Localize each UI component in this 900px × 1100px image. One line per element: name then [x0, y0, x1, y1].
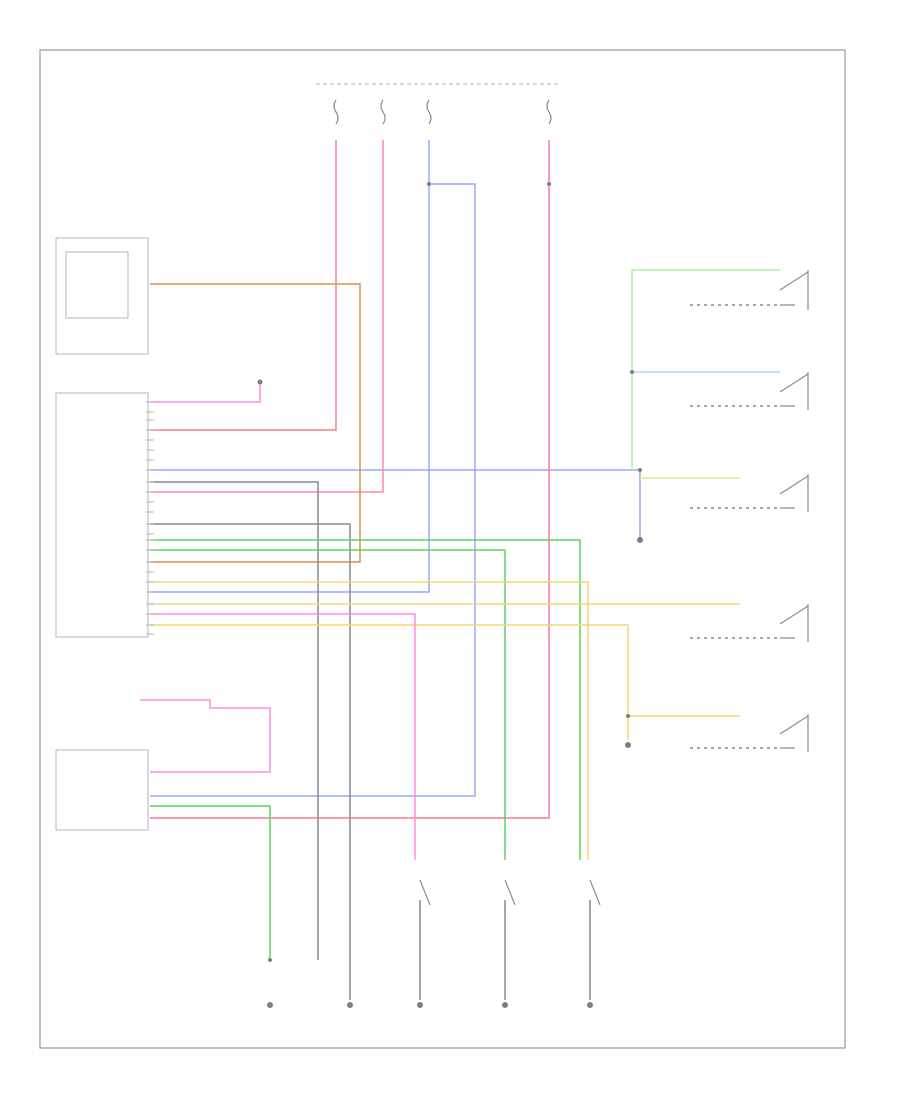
- pink-fuse-wire: [150, 140, 384, 493]
- red-power-wire: [150, 140, 550, 819]
- switch-group-bottom: [419, 879, 601, 912]
- switch-2: [779, 372, 809, 410]
- ground-6: [637, 537, 643, 543]
- switch-1: [779, 270, 809, 310]
- fuse-2: [380, 99, 386, 125]
- control-module-box: [55, 392, 149, 638]
- ground-3: [417, 1002, 423, 1008]
- sensor-inner-box: [65, 251, 129, 319]
- door-switch-2: [504, 879, 516, 912]
- red-fuse-wire: [150, 140, 337, 431]
- lower-module-box: [55, 749, 149, 831]
- splice-5: [547, 182, 551, 186]
- switch-group-right: [779, 270, 809, 752]
- instrument-cluster-box: [55, 237, 149, 355]
- yellow-wire-2: [150, 624, 629, 740]
- blue-fuse-wire-1: [150, 140, 430, 593]
- blue-signal-wire: [150, 469, 641, 540]
- door-switch-1: [419, 879, 431, 912]
- fuse-4: [546, 99, 552, 125]
- splice-1: [630, 370, 634, 374]
- pink-wire-2: [150, 613, 416, 860]
- diagram-frame: [39, 49, 846, 1049]
- wire-group: [140, 140, 780, 1000]
- ground-2: [347, 1002, 353, 1008]
- switch-4: [779, 604, 809, 642]
- switch-3: [779, 474, 809, 512]
- lightgreen-wire: [631, 269, 780, 470]
- splice-3: [626, 714, 630, 718]
- pink-wire-1: [150, 384, 261, 403]
- gray-ground-wire: [150, 523, 351, 1000]
- ground-4: [502, 1002, 508, 1008]
- ground-7: [625, 742, 631, 748]
- gray-wire-2: [150, 481, 319, 960]
- splice-group: [257, 182, 642, 962]
- splice-7: [268, 958, 272, 962]
- fuse-1: [333, 99, 339, 125]
- yellow-wire-5: [150, 581, 589, 860]
- fuse-3: [426, 99, 432, 125]
- splice-2: [638, 468, 642, 472]
- splice-4: [427, 182, 431, 186]
- blue-fuse-wire-2: [150, 183, 476, 797]
- ground-1: [267, 1002, 273, 1008]
- orange-sensor-wire: [150, 283, 361, 563]
- fuse-group: [333, 99, 552, 125]
- pink-wire-3: [140, 699, 271, 773]
- switch-5: [779, 714, 809, 752]
- ground-5: [587, 1002, 593, 1008]
- door-switch-3: [589, 879, 601, 912]
- module-pins: [146, 401, 154, 635]
- green-wire-2: [150, 549, 506, 860]
- green-wire-1: [150, 539, 581, 860]
- green-wire-3: [150, 805, 271, 960]
- ground-group: [267, 537, 643, 1008]
- splice-6: [257, 379, 263, 385]
